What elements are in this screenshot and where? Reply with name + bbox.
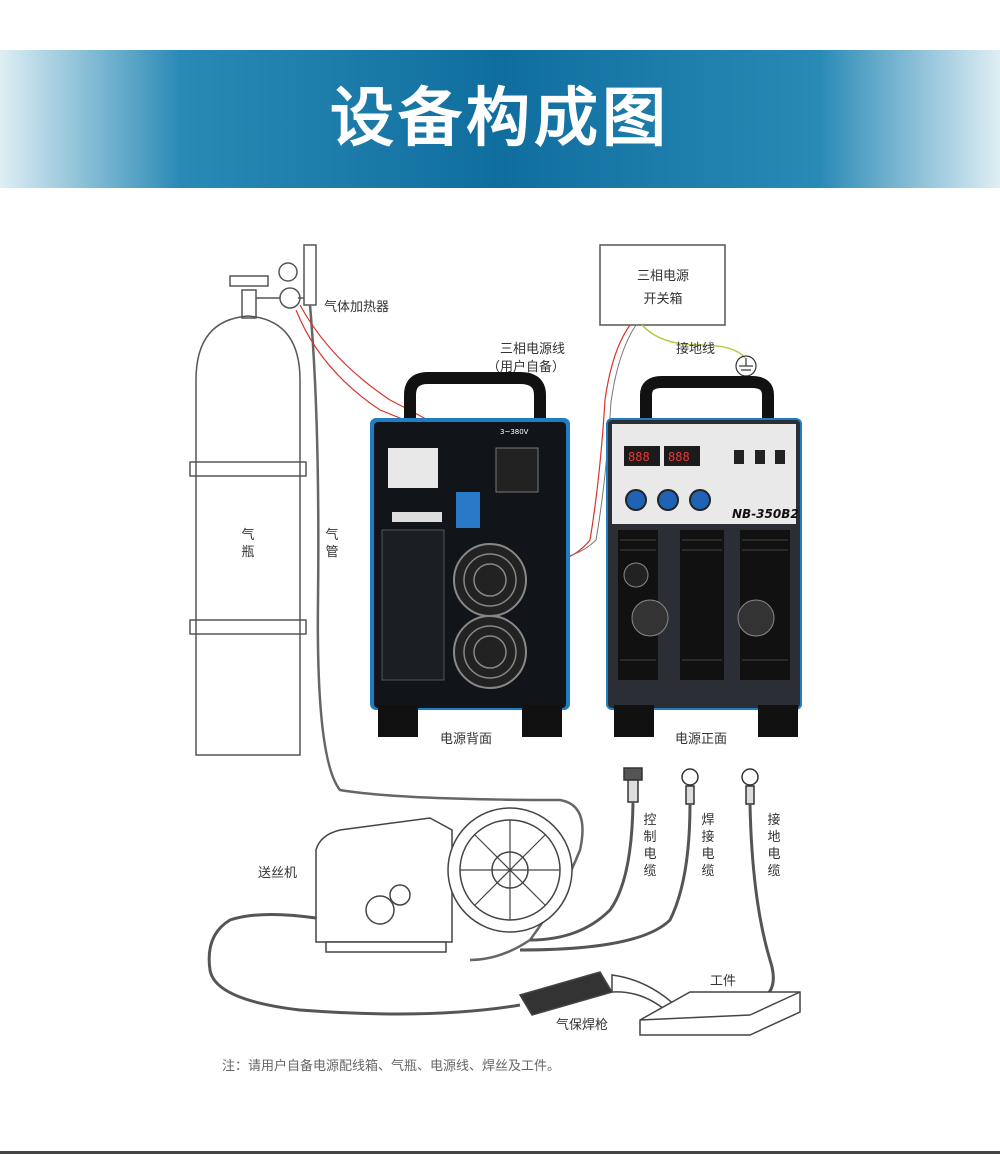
control-cable-label: 控制电缆 bbox=[643, 813, 657, 879]
welding-torch bbox=[518, 971, 682, 1017]
ground-cable-label: 接地电缆 bbox=[767, 813, 781, 879]
torch-label: 气保焊枪 bbox=[556, 1018, 609, 1033]
title-banner: 设备构成图 bbox=[0, 50, 1000, 188]
svg-text:888: 888 bbox=[668, 450, 690, 464]
gas-pipe-label: 气管 bbox=[325, 528, 339, 560]
model-text: NB-350B2 bbox=[732, 507, 799, 521]
bottom-divider bbox=[0, 1151, 1000, 1154]
switch-box-line2: 开关箱 bbox=[643, 292, 683, 307]
machine-front: 888 888 bbox=[606, 376, 802, 737]
workpiece-label: 工件 bbox=[710, 974, 737, 989]
weld-cable-label: 焊接电缆 bbox=[701, 813, 715, 879]
workpiece bbox=[639, 991, 801, 1036]
cylinder-label: 气瓶 bbox=[241, 528, 255, 560]
ground-line-label: 接地线 bbox=[676, 342, 716, 357]
switch-box-line1: 三相电源 bbox=[636, 269, 689, 284]
ground-cable-lug bbox=[741, 768, 759, 805]
heater-label: 气体加热器 bbox=[324, 300, 390, 315]
power-line-label: 三相电源线 bbox=[500, 342, 566, 357]
ground-symbol bbox=[735, 355, 757, 377]
svg-text:888: 888 bbox=[628, 450, 650, 464]
wire-feeder bbox=[315, 807, 573, 953]
gas-cylinder bbox=[189, 275, 307, 756]
front-panel-label: 电源正面 bbox=[675, 732, 728, 747]
machine-rear bbox=[370, 372, 570, 737]
back-panel-label: 电源背面 bbox=[440, 732, 493, 747]
weld-cable-lug bbox=[681, 768, 699, 805]
torch-cable bbox=[207, 912, 521, 1016]
rear-voltage-text: 3~380V bbox=[500, 428, 529, 436]
footnote: 注：请用户自备电源配线箱、气瓶、电源线、焊丝及工件。 bbox=[222, 1059, 561, 1074]
power-line-note: （用户自备） bbox=[487, 360, 566, 375]
control-cable-plug bbox=[623, 767, 643, 803]
wire-feeder-label: 送丝机 bbox=[258, 866, 298, 881]
switch-box bbox=[599, 244, 726, 326]
page-title: 设备构成图 bbox=[330, 82, 670, 156]
